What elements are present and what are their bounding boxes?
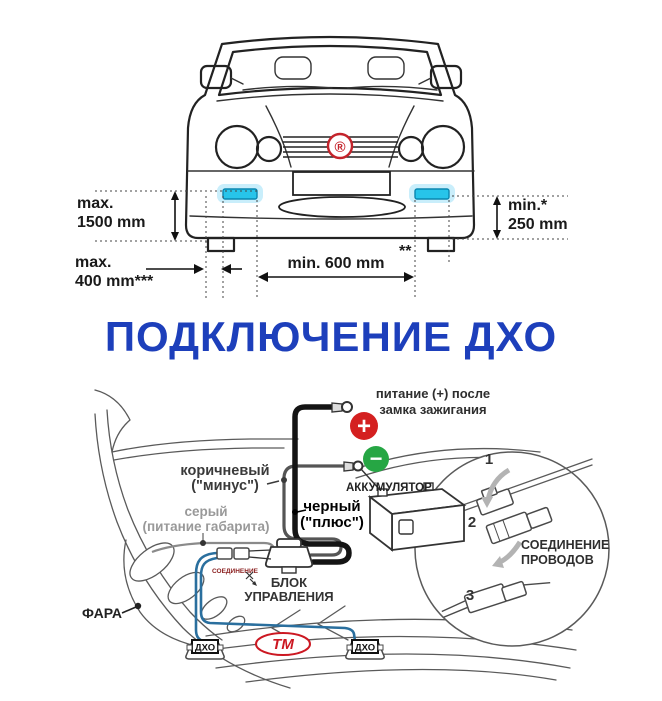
battery-terminal-minus <box>377 488 388 497</box>
dim-600-asterisks: ** <box>399 243 412 260</box>
windshield <box>217 44 443 97</box>
mirror-left-arm <box>230 77 244 85</box>
black-label-line2: ("плюс") <box>300 514 364 531</box>
cowl-line <box>216 93 444 102</box>
inset-caption-line2: ПРОВОДОВ <box>521 553 594 567</box>
car-body <box>184 35 476 240</box>
control-unit-label-line2: УПРАВЛЕНИЯ <box>244 589 333 604</box>
inset-step3-number: 3 <box>466 587 474 604</box>
dash-line-right <box>347 85 438 91</box>
minus-symbol: − <box>370 446 383 471</box>
ring-lug-top <box>331 402 343 413</box>
control-unit <box>216 538 314 574</box>
inset-caption-line1: СОЕДИНЕНИЕ <box>521 538 609 552</box>
blue-wire-right-drl <box>199 556 357 642</box>
control-unit-label-line1: БЛОК <box>271 575 307 590</box>
brand-badge-circle <box>326 132 354 160</box>
license-plate <box>292 171 391 196</box>
brown-label-line2: ("минус") <box>191 478 259 494</box>
cut-icon <box>245 571 257 586</box>
brown-wire-dot <box>281 477 287 483</box>
headlamp-outer-left <box>214 124 260 170</box>
power-terminals: + − <box>331 401 389 472</box>
height-arrow-left <box>171 191 179 241</box>
bumper-seam-bottom <box>189 215 473 220</box>
dim-max-label: max. <box>77 195 113 212</box>
battery-label: АККУМУЛЯТОР <box>346 482 432 494</box>
dim-250-label: 250 mm <box>508 216 568 233</box>
inset-step2-number: 2 <box>468 514 476 531</box>
black-wire-dot <box>292 509 298 515</box>
headlamp-inner-left <box>255 135 283 163</box>
gray-wire-dot <box>200 540 206 546</box>
splice-connector-2 <box>233 547 250 560</box>
power-label-line2: замка зажигания <box>379 402 486 417</box>
mirror-right <box>429 64 463 90</box>
drl-lamp-right <box>409 184 455 203</box>
brand-logo: ® <box>334 139 345 156</box>
rotate-arrow-1 <box>485 467 511 501</box>
plus-symbol: + <box>357 413 371 440</box>
dim-1500-label: 1500 mm <box>77 214 146 231</box>
tm-logo-text: ТМ <box>272 636 294 653</box>
minus-terminal-icon <box>363 446 389 472</box>
splice-small-label: СОЕДИНЕНИЕ <box>212 568 259 575</box>
bumper-flap-left <box>206 236 236 253</box>
connector-step2 <box>485 506 553 545</box>
drl-lamp-left <box>217 184 263 203</box>
hood-crease-right <box>388 105 415 168</box>
connector-step3 <box>441 580 551 618</box>
tm-logo: ТМ <box>255 632 311 656</box>
dash-line-left <box>242 85 333 91</box>
gray-label-line2: (питание габарита) <box>143 519 270 534</box>
power-label-line1: питание (+) после <box>376 386 490 401</box>
air-intake <box>278 196 406 218</box>
gray-wire <box>151 541 276 554</box>
drl-unit-right: ДХО <box>345 639 385 660</box>
battery-emblem <box>398 519 414 535</box>
width-arrow-center <box>258 272 414 282</box>
splice-connector-1 <box>216 547 233 560</box>
brown-label-line1: коричневый <box>180 463 269 479</box>
black-plus-wire <box>292 404 352 565</box>
headlamp-inner-right <box>397 135 425 163</box>
height-arrow-right <box>493 196 501 239</box>
connection-inset: 1 2 3 СОЕДИНЕНИЕ ПРОВОДОВ <box>414 451 610 647</box>
ring-lug-minus <box>343 461 354 472</box>
black-label-line1: черный <box>303 498 360 515</box>
offset-arrows <box>146 264 242 274</box>
engine-bay-sketch <box>94 389 577 689</box>
car-front-view: ® <box>184 35 476 253</box>
mirror-right-arm <box>418 77 432 85</box>
inset-step1-number: 1 <box>485 451 493 468</box>
hood-crease-left <box>265 105 292 168</box>
plus-terminal-icon <box>350 412 378 440</box>
drl-left-label: ДХО <box>195 643 215 654</box>
drl-right-label: ДХО <box>355 643 375 654</box>
mirror-left <box>199 64 233 90</box>
dim-600-label: min. 600 mm <box>288 255 385 272</box>
headlight-dot <box>134 602 142 610</box>
dim-400-label: 400 mm*** <box>75 273 154 290</box>
battery-terminal-plus <box>423 482 434 491</box>
wiring-labels: питание (+) после замка зажигания коричн… <box>82 386 490 621</box>
dimension-annotations: max. 1500 mm min.* 250 mm min. 600 mm **… <box>75 190 568 298</box>
headrest-left <box>274 56 312 80</box>
car-dimension-diagram: ® <box>75 35 568 298</box>
drl-unit-left: ДХО <box>185 639 225 660</box>
headrest-right <box>367 56 405 80</box>
page-title: ПОДКЛЮЧЕНИЕ ДХО <box>104 313 558 360</box>
headlight-label: ФАРА <box>82 605 122 621</box>
headlamp-reflector-1 <box>129 542 175 582</box>
bumper-flap-right <box>426 236 456 253</box>
dim-max2-label: max. <box>75 254 111 271</box>
headlamp-outer-right <box>420 124 466 170</box>
wiring-diagram: 1 2 3 СОЕДИНЕНИЕ ПРОВОДОВ <box>82 386 610 689</box>
gray-label-line1: серый <box>184 504 227 519</box>
battery <box>360 468 467 552</box>
dim-min-label: min.* <box>508 197 548 214</box>
